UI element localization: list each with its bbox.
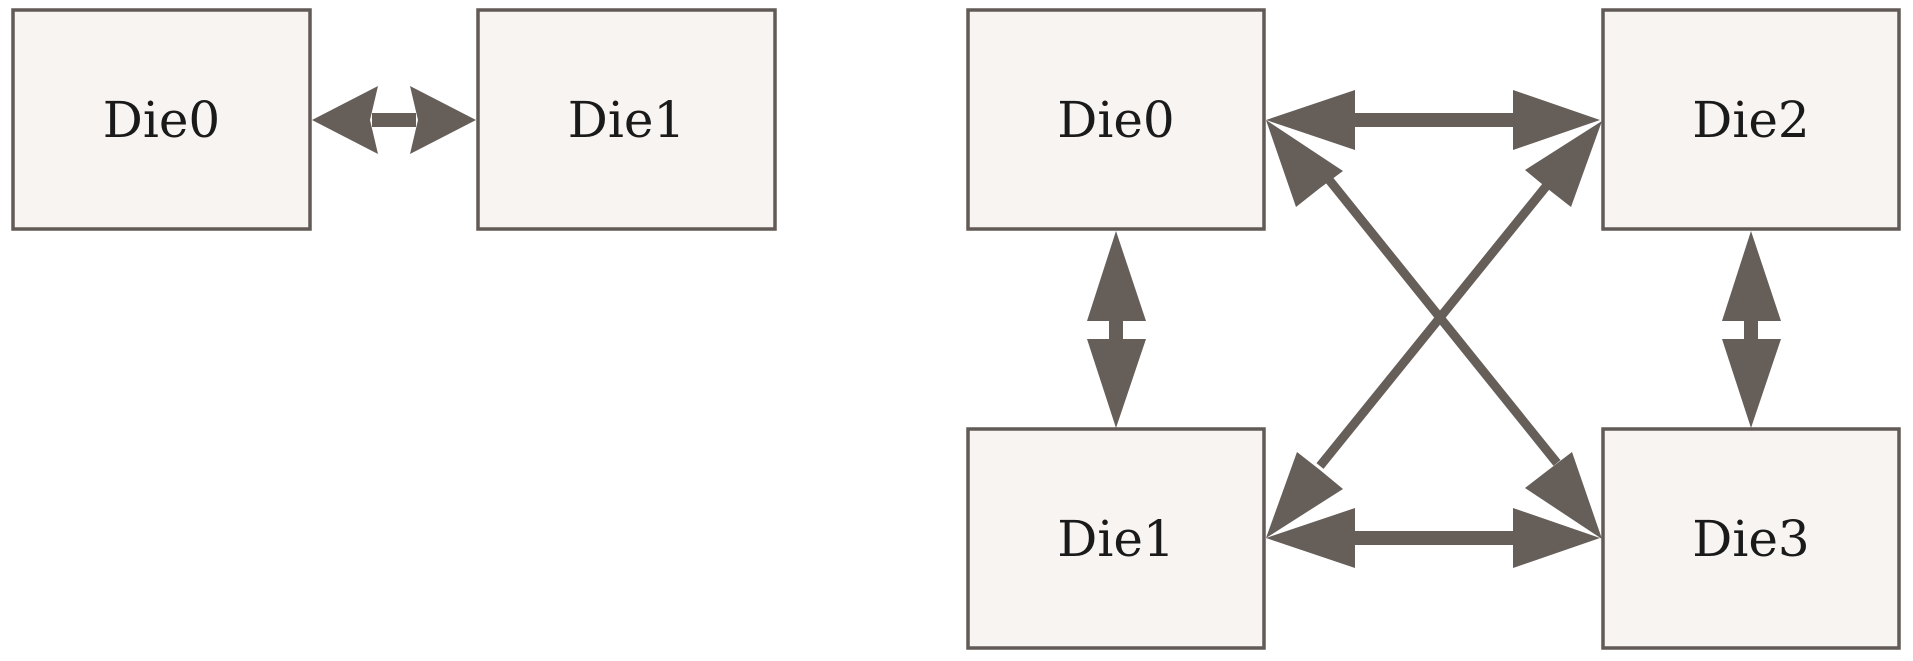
die-label: Die1 [568,91,685,149]
arrowhead [1513,508,1600,568]
die-box [966,427,1266,650]
four-die-diagram: Die0 Die2 Die1 Die3 [966,8,1901,650]
arrowhead [312,86,378,154]
arrow-die0-die1 [1087,231,1146,428]
die-label: Die0 [1057,91,1174,149]
arrow-shaft [1109,316,1123,344]
die-box [1601,427,1901,650]
arrowhead [1266,120,1343,207]
four-die-node-die1: Die1 [966,427,1266,650]
arrow-shaft [1350,113,1518,127]
die-box [966,8,1266,231]
arrow-die1-die3 [1266,508,1600,568]
four-die-node-die2: Die2 [1601,8,1901,231]
arrow-shaft [1350,531,1518,545]
die-box [476,8,777,231]
four-die-node-die3: Die3 [1601,427,1901,650]
arrow-die1-die2 [1266,121,1602,538]
arrow-shaft [1316,181,1552,469]
two-die-node-die1: Die1 [476,8,777,231]
die-label: Die3 [1692,510,1809,568]
four-die-node-die0: Die0 [966,8,1266,231]
two-die-node-die0: Die0 [11,8,312,231]
arrow-shaft [1744,316,1758,344]
arrow-die0-die1 [312,86,476,154]
arrow-die2-die3 [1722,231,1781,428]
arrowhead [1087,339,1146,428]
arrowhead [1266,90,1355,150]
arrowhead [410,86,476,154]
arrow-die0-die2 [1266,90,1600,150]
arrowhead [1722,339,1781,428]
two-die-diagram: Die0 Die1 [11,8,777,231]
arrowhead [1525,452,1602,539]
arrow-shaft [372,113,416,127]
arrowhead [1087,231,1146,321]
arrowhead [1722,231,1781,321]
die-label: Die1 [1057,510,1174,568]
arrowhead [1513,90,1600,150]
arrowhead [1266,452,1343,538]
die-box [1601,8,1901,231]
arrowhead [1266,508,1355,568]
arrowhead [1525,121,1602,207]
die-label: Die0 [103,91,220,149]
die-label: Die2 [1692,91,1809,149]
die-box [11,8,312,231]
